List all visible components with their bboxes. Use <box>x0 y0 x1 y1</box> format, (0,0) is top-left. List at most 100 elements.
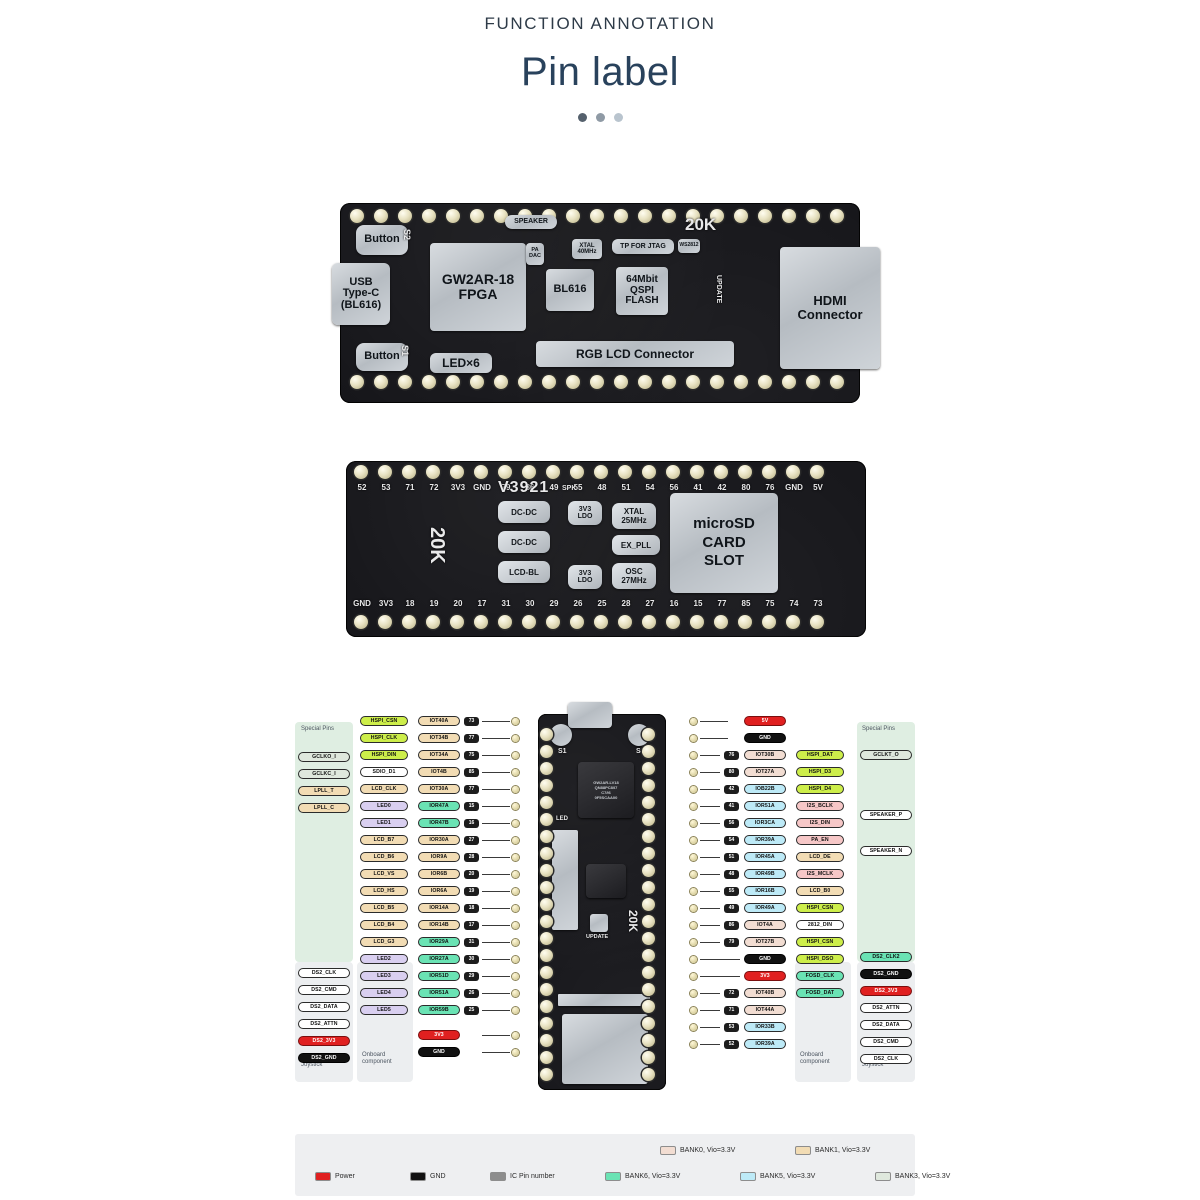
joystick-tag-DS2_DATA[interactable]: DS2_DATA <box>298 1002 350 1012</box>
special-tag-r-SPEAKER_N[interactable]: SPEAKER_N <box>860 846 912 856</box>
func-tag-LED4[interactable]: LED4 <box>360 988 408 998</box>
func-tag-LED5[interactable]: LED5 <box>360 1005 408 1015</box>
carousel-dot-2[interactable] <box>595 113 605 122</box>
joystick-tag-r-DS2_DATA[interactable]: DS2_DATA <box>860 1020 912 1030</box>
func-tag-r-I2S_MCLK[interactable]: I2S_MCLK <box>796 869 844 879</box>
func-tag-r-I2S_BCLK[interactable]: I2S_BCLK <box>796 801 844 811</box>
pin-tag-IOR59B[interactable]: IOR59B <box>418 1005 460 1015</box>
pin-tag-r-IOR39A[interactable]: IOR39A <box>744 835 786 845</box>
func-tag-LCD_HS[interactable]: LCD_HS <box>360 886 408 896</box>
power-tag-GND[interactable]: GND <box>418 1047 460 1057</box>
power-tag-3V3[interactable]: 3V3 <box>418 1030 460 1040</box>
carousel-dots[interactable] <box>0 113 1200 122</box>
pin-tag-IOT4B[interactable]: IOT4B <box>418 767 460 777</box>
pin-tag-IOT34A[interactable]: IOT34A <box>418 750 460 760</box>
power-tag-r-5V[interactable]: 5V <box>744 716 786 726</box>
joystick-tag-r-DS2_CMD[interactable]: DS2_CMD <box>860 1037 912 1047</box>
pin-tag-IOR9A[interactable]: IOR9A <box>418 852 460 862</box>
func-tag-LCD_B7[interactable]: LCD_B7 <box>360 835 408 845</box>
pin-tag-r-IOT27B[interactable]: IOT27B <box>744 937 786 947</box>
pin-tag-IOR47A[interactable]: IOR47A <box>418 801 460 811</box>
joystick-tag-DS2_GND[interactable]: DS2_GND <box>298 1053 350 1063</box>
special-tag-r-GCLKT_O[interactable]: GCLKT_O <box>860 750 912 760</box>
joystick-tag-r-DS2_ATTN[interactable]: DS2_ATTN <box>860 1003 912 1013</box>
joystick-tag-r-DS2_CLK2[interactable]: DS2_CLK2 <box>860 952 912 962</box>
pin-tag-IOR27A[interactable]: IOR27A <box>418 954 460 964</box>
func-tag-r-HSPI_DAT[interactable]: HSPI_DAT <box>796 750 844 760</box>
special-tag-LPLL_T[interactable]: LPLL_T <box>298 786 350 796</box>
func-tag-r-HSPI_CSN[interactable]: HSPI_CSN <box>796 937 844 947</box>
power-tag-rm-3V3[interactable]: 3V3 <box>744 971 786 981</box>
special-tag-r-SPEAKER_P[interactable]: SPEAKER_P <box>860 810 912 820</box>
func-tag-r-2812_DIN[interactable]: 2812_DIN <box>796 920 844 930</box>
func-tag-HSPI_CSN[interactable]: HSPI_CSN <box>360 716 408 726</box>
special-tag-GCLKO_I[interactable]: GCLKO_I <box>298 752 350 762</box>
func-tag-LED2[interactable]: LED2 <box>360 954 408 964</box>
pin-tag-r-IOR49A[interactable]: IOR49A <box>744 903 786 913</box>
pin-tag-IOT34B[interactable]: IOT34B <box>418 733 460 743</box>
func-tag-r-LCD_DE[interactable]: LCD_DE <box>796 852 844 862</box>
joystick-tag-r-DS2_3V3[interactable]: DS2_3V3 <box>860 986 912 996</box>
pin-tag-IOR14A[interactable]: IOR14A <box>418 903 460 913</box>
func-tag-r-HSPI_D4[interactable]: HSPI_D4 <box>796 784 844 794</box>
button-s1[interactable] <box>550 724 572 746</box>
joystick-tag-r-DS2_CLK[interactable]: DS2_CLK <box>860 1054 912 1064</box>
func-tag-HSPI_DIN[interactable]: HSPI_DIN <box>360 750 408 760</box>
pin-tag-IOR14B[interactable]: IOR14B <box>418 920 460 930</box>
pin-tag-IOR6B[interactable]: IOR6B <box>418 869 460 879</box>
pin-tag-r2-IOR33B[interactable]: IOR33B <box>744 1022 786 1032</box>
pin-tag-r2-IOT44A[interactable]: IOT44A <box>744 1005 786 1015</box>
pin-tag-r-IOR3CA[interactable]: IOR3CA <box>744 818 786 828</box>
pin-tag-IOR29A[interactable]: IOR29A <box>418 937 460 947</box>
carousel-dot-3[interactable] <box>613 113 623 122</box>
joystick-tag-DS2_CLK[interactable]: DS2_CLK <box>298 968 350 978</box>
pin-tag-IOR51A[interactable]: IOR51A <box>418 988 460 998</box>
func-tag-HSPI_CLK[interactable]: HSPI_CLK <box>360 733 408 743</box>
func-tag-LED0[interactable]: LED0 <box>360 801 408 811</box>
func-tag-r-HSPI_D3[interactable]: HSPI_D3 <box>796 767 844 777</box>
func-tag-LED3[interactable]: LED3 <box>360 971 408 981</box>
update-button[interactable] <box>590 914 608 932</box>
pin-tag-IOR51D[interactable]: IOR51D <box>418 971 460 981</box>
func-tag-r-FOSD_CLK[interactable]: FOSD_CLK <box>796 971 844 981</box>
power-tag-r-GND[interactable]: GND <box>744 733 786 743</box>
pin-tag-r-IOR45A[interactable]: IOR45A <box>744 852 786 862</box>
special-tag-GCLKC_I[interactable]: GCLKC_I <box>298 769 350 779</box>
func-tag-r-FOSD_DAT[interactable]: FOSD_DAT <box>796 988 844 998</box>
pin-tag-IOT40A[interactable]: IOT40A <box>418 716 460 726</box>
pin-tag-r2-IOT40B[interactable]: IOT40B <box>744 988 786 998</box>
func-tag-r-PA_EN[interactable]: PA_EN <box>796 835 844 845</box>
joystick-tag-DS2_CMD[interactable]: DS2_CMD <box>298 985 350 995</box>
pin-tag-r-IOT27A[interactable]: IOT27A <box>744 767 786 777</box>
pin-tag-IOT30A[interactable]: IOT30A <box>418 784 460 794</box>
pin-tag-r-IOR51A[interactable]: IOR51A <box>744 801 786 811</box>
pin-tag-r2-IOR39A[interactable]: IOR39A <box>744 1039 786 1049</box>
func-tag-SDIO_D1[interactable]: SDIO_D1 <box>360 767 408 777</box>
back-pin-number: 3V3 <box>378 599 394 608</box>
pin-tag-r-IOB22B[interactable]: IOB22B <box>744 784 786 794</box>
func-tag-LCD_G3[interactable]: LCD_G3 <box>360 937 408 947</box>
func-tag-LCD_CLK[interactable]: LCD_CLK <box>360 784 408 794</box>
func-tag-r-LCD_B0[interactable]: LCD_B0 <box>796 886 844 896</box>
special-tag-LPLL_C[interactable]: LPLL_C <box>298 803 350 813</box>
carousel-dot-1[interactable] <box>577 113 587 122</box>
pin-tag-r-IOR49B[interactable]: IOR49B <box>744 869 786 879</box>
pin-tag-IOR6A[interactable]: IOR6A <box>418 886 460 896</box>
pin-tag-IOR47B[interactable]: IOR47B <box>418 818 460 828</box>
func-tag-LED1[interactable]: LED1 <box>360 818 408 828</box>
pin-tag-r-IOT4A[interactable]: IOT4A <box>744 920 786 930</box>
func-tag-r-I2S_DIN[interactable]: I2S_DIN <box>796 818 844 828</box>
func-tag-LCD_B4[interactable]: LCD_B4 <box>360 920 408 930</box>
func-tag-LCD_VS[interactable]: LCD_VS <box>360 869 408 879</box>
pin-tag-r-IOR16B[interactable]: IOR16B <box>744 886 786 896</box>
pin-tag-r-IOT30B[interactable]: IOT30B <box>744 750 786 760</box>
func-tag-LCD_B6[interactable]: LCD_B6 <box>360 852 408 862</box>
func-tag-LCD_B5[interactable]: LCD_B5 <box>360 903 408 913</box>
joystick-tag-DS2_ATTN[interactable]: DS2_ATTN <box>298 1019 350 1029</box>
power-tag-rm-GND[interactable]: GND <box>744 954 786 964</box>
pin-tag-IOR30A[interactable]: IOR30A <box>418 835 460 845</box>
joystick-tag-r-DS2_GND[interactable]: DS2_GND <box>860 969 912 979</box>
joystick-tag-DS2_3V3[interactable]: DS2_3V3 <box>298 1036 350 1046</box>
func-tag-r-HSPI_CSN[interactable]: HSPI_CSN <box>796 903 844 913</box>
func-tag-r-HSPI_DSO[interactable]: HSPI_DSO <box>796 954 844 964</box>
